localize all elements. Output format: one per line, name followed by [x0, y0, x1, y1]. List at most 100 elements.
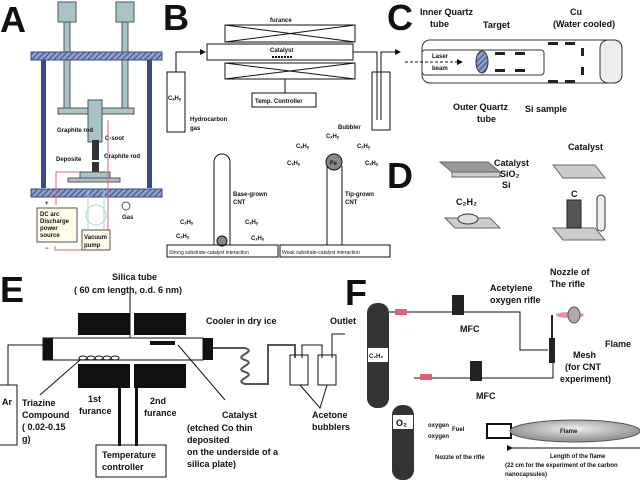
catalyst-label: Catalyst — [222, 410, 257, 420]
gas-valve-icon — [121, 201, 131, 211]
hydrocarbon-label: CₓHᵧ — [357, 144, 371, 150]
hydrocarbon-label: CₓHᵧ — [365, 161, 379, 167]
c-soot-label: C-soot — [105, 136, 124, 142]
oxygen-label: oxygen — [428, 423, 449, 429]
panel-f-flame: F C₂H₂ O₂ MFC MFC Acetylene oxygen rifle… — [345, 267, 640, 480]
hydrocarbon-label: CₓHᵧ — [251, 236, 265, 242]
weak-substrate — [279, 244, 391, 258]
mesh — [567, 306, 581, 324]
triazine-label: Compound — [22, 410, 70, 420]
mesh-label: experiment) — [560, 374, 611, 384]
catalyst-droplet — [457, 213, 479, 225]
panel-label-c: C — [387, 0, 413, 38]
furnace-1-top — [78, 313, 130, 335]
base-grown-cnt — [213, 153, 231, 245]
cooling-coil — [213, 344, 296, 385]
mfc-top-label: MFC — [460, 324, 480, 334]
weak-interaction-label: Weak substrate-catalyst interaction — [282, 250, 360, 256]
vacuum-pump-label: Vacuum — [84, 235, 107, 241]
acetone-label: bubblers — [312, 422, 350, 432]
temp-controller-label: controller — [102, 462, 144, 472]
base-grown-label: CNT — [233, 200, 246, 206]
si-label: Si — [502, 180, 511, 190]
catalyst-right-label: Catalyst — [568, 142, 603, 152]
actuator-right — [115, 1, 135, 23]
silica-tube-label: ( 60 cm length, o.d. 6 nm) — [74, 285, 182, 295]
panel-label-e: E — [0, 269, 24, 310]
furnace-2-label: 2nd — [150, 396, 166, 406]
panel-label-d: D — [387, 155, 413, 196]
hydrocarbon-label: CₓHᵧ — [180, 220, 194, 226]
cnt-thin — [596, 194, 606, 232]
nozzle-bottom-label: Nozzle of the rifle — [435, 455, 485, 461]
panel-b-cvd: B furance Catalyst Temp. Controller CₓHᵧ… — [163, 0, 400, 258]
catalyst-label: on the underside of a — [187, 447, 279, 457]
dc-source-line: Discharge — [40, 219, 70, 225]
hydrocarbon-gas-label: gas — [190, 126, 201, 132]
panel-e-pyrolysis: E Silica tube ( 60 cm length, o.d. 6 nm)… — [0, 269, 356, 478]
catalyst-label: Catalyst — [270, 48, 293, 54]
furnace-1-label: furance — [79, 406, 112, 416]
nozzle-label: The rifle — [550, 279, 585, 289]
graphite-rod-top — [92, 140, 99, 160]
triazine-label: g) — [22, 434, 31, 444]
catalyst-label: Catalyst — [494, 158, 529, 168]
rifle — [549, 338, 555, 363]
furnace-2-label: furance — [144, 408, 177, 418]
panel-a-arc-discharge: A Graphite rod C-soot Deposite Graphite … — [0, 0, 163, 252]
mesh-label: Mesh — [573, 350, 596, 360]
inner-tube-label: Inner Quartz — [420, 7, 474, 17]
triazine-label: ( 0.02-0.15 — [22, 422, 66, 432]
mfc-bottom — [470, 361, 482, 381]
silica-tube-label: Silica tube — [112, 272, 157, 282]
hydrocarbon-label: CₓHᵧ — [245, 220, 259, 226]
dc-source-line: source — [40, 233, 60, 239]
triazine-label: Triazine — [22, 398, 56, 408]
fuel-label: Fuel — [452, 427, 465, 433]
panel-label-a: A — [0, 0, 26, 40]
vacuum-pump-label: pump — [84, 243, 101, 249]
graphite-rod-bottom — [92, 162, 99, 174]
cooler-label: Cooler in dry ice — [206, 316, 277, 326]
furnace-1-label: 1st — [88, 394, 101, 404]
right-column — [147, 60, 152, 188]
c2h2-label: C₂H₂ — [369, 354, 383, 360]
fe-label: Fe — [330, 161, 338, 167]
bottom-plate — [30, 188, 163, 198]
nozzle — [486, 423, 512, 439]
mesh-label: (for CNT — [565, 362, 601, 372]
acetone-bubbler-2 — [317, 354, 337, 386]
temperature-controller — [95, 444, 167, 478]
vacuum-pump — [81, 229, 111, 251]
oxygen-label: oxygen — [428, 434, 449, 440]
furnace-upper — [224, 24, 356, 43]
dc-power-source — [36, 207, 78, 243]
actuator-left — [57, 1, 77, 23]
plus-sign: + — [45, 201, 49, 207]
furnace-lower — [224, 62, 356, 80]
fe-particle-tip — [325, 153, 343, 171]
fe-particle-base — [216, 235, 228, 247]
ar-label: Ar — [2, 397, 12, 407]
target-label: Target — [483, 20, 510, 30]
flame-length-label: Length of the flame — [550, 454, 606, 460]
laser-beam-label: beam — [432, 66, 448, 72]
furnace-2-bottom — [134, 364, 186, 388]
dc-source-line: power — [40, 226, 58, 232]
panel-d-catalyst-growth: D Catalyst SiO₂ Si C₂H₂ Catalyst C — [387, 142, 607, 241]
deposite-label: Deposite — [56, 157, 82, 163]
cu-label: (Water cooled) — [553, 19, 615, 29]
cu-label: Cu — [570, 7, 582, 17]
bubbler-label: Bubbler — [338, 125, 361, 131]
outlet-label: Outlet — [330, 316, 356, 326]
hydrocarbon-label: CₓHᵧ — [176, 234, 190, 240]
temp-controller-label: Temp. Controller — [255, 99, 303, 105]
triazine-sample — [78, 355, 120, 361]
cylinder-label: CₓHᵧ — [168, 96, 182, 102]
outer-tube-label: Outer Quartz — [453, 102, 509, 112]
target — [475, 50, 489, 74]
hydrocarbon-label: CₓHᵧ — [287, 161, 301, 167]
gauge-icon — [85, 204, 107, 226]
mfc-top — [452, 295, 464, 315]
graphite-rod-bottom-label: Graphite rod — [104, 154, 140, 160]
